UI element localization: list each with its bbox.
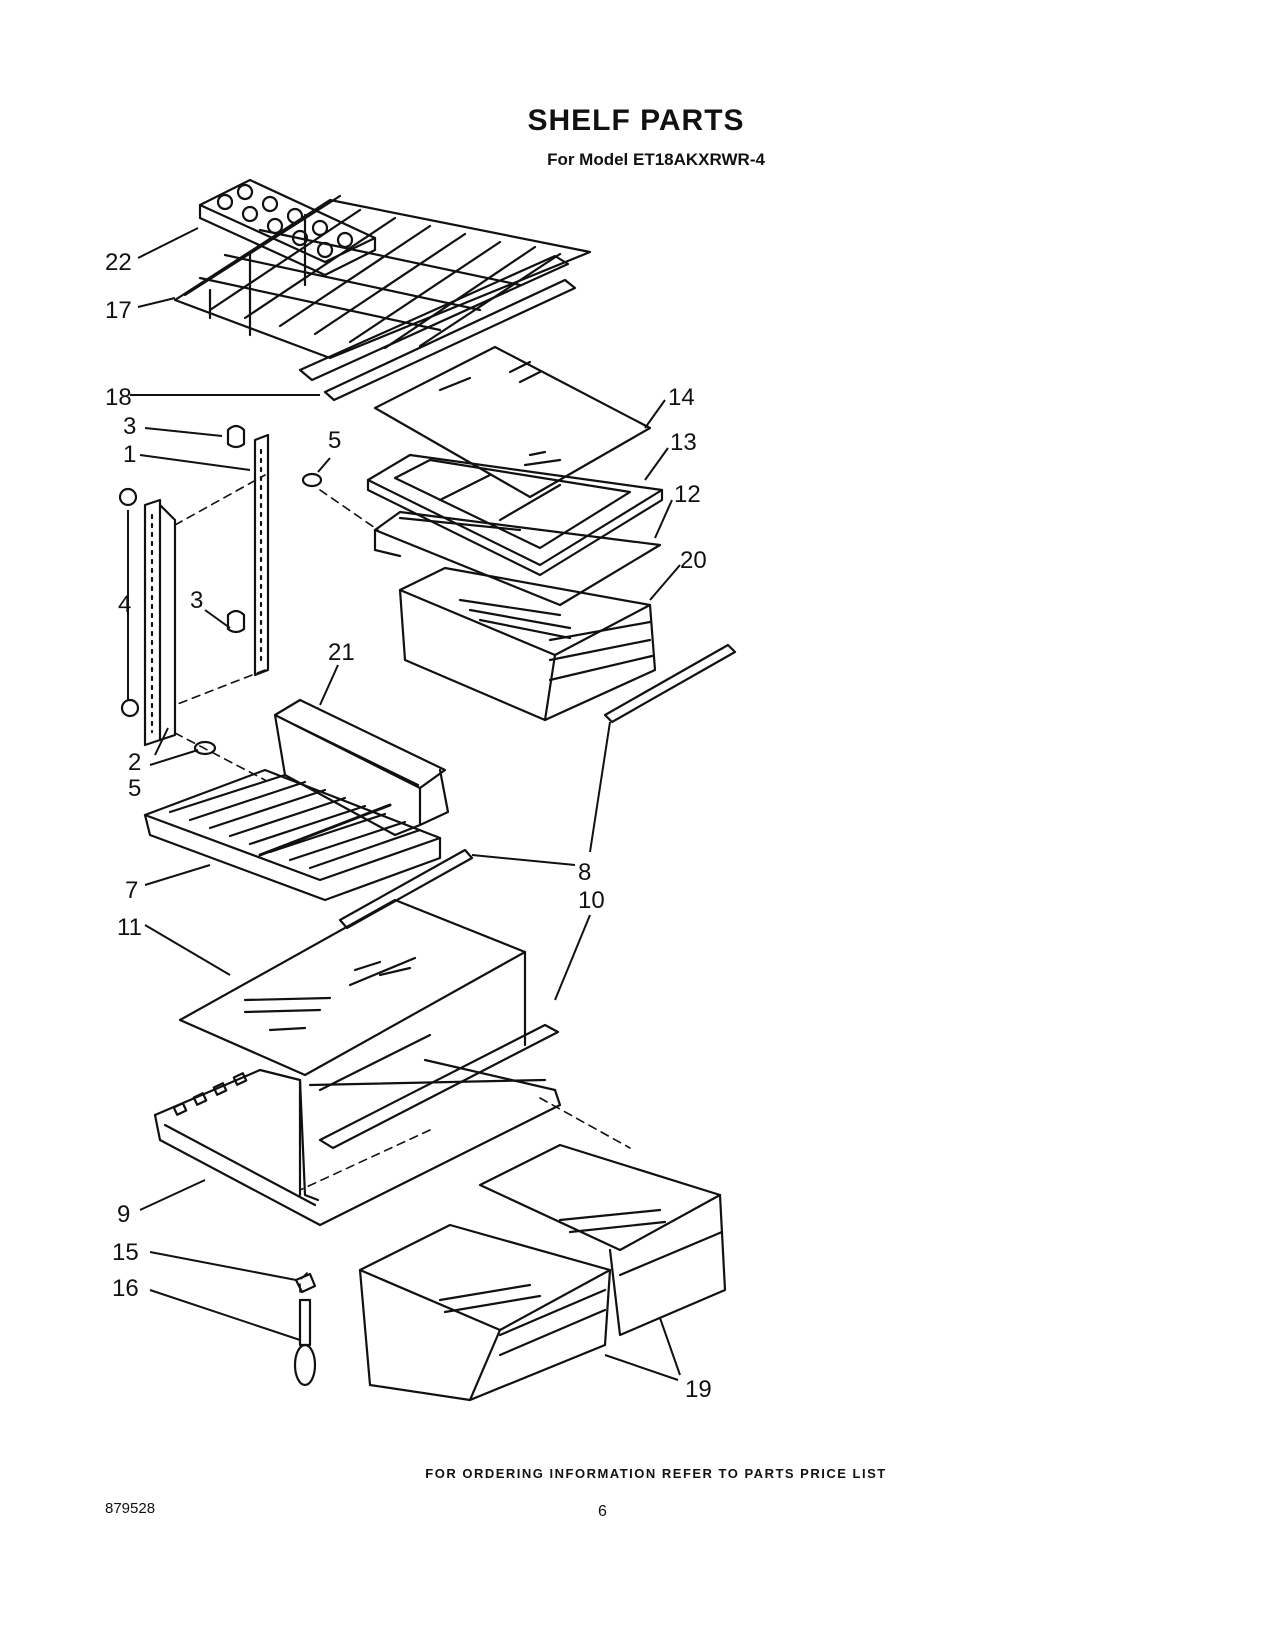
callout-19: 19: [685, 1376, 712, 1403]
trim-bar-8-left: [338, 848, 474, 930]
callout-16: 16: [112, 1275, 139, 1302]
roller-15: [294, 1272, 317, 1294]
glass-shelf-11: [178, 898, 527, 1077]
support-rail-2: [143, 498, 177, 747]
crisper-drawer-19-rear: [478, 1143, 727, 1337]
callout-22: 22: [105, 249, 132, 276]
crisper-cover-9: [153, 1023, 562, 1227]
callout-5-lower: 5: [128, 775, 141, 802]
document-number: 879528: [105, 1500, 156, 1517]
callout-18: 18: [105, 384, 132, 411]
callout-3-lower: 3: [190, 587, 203, 614]
callout-9: 9: [117, 1201, 130, 1228]
glass-shelf-14: [373, 345, 652, 499]
callout-7: 7: [125, 877, 138, 904]
ordering-note: FOR ORDERING INFORMATION REFER TO PARTS …: [425, 1466, 887, 1481]
callout-14: 14: [668, 384, 695, 411]
callout-4: 4: [118, 591, 131, 618]
shelf-frame-12: [373, 510, 662, 607]
door-bin-21: [273, 698, 450, 837]
callout-2: 2: [128, 749, 141, 776]
handle-16: [293, 1298, 317, 1387]
callout-5-upper: 5: [328, 427, 341, 454]
callout-10: 10: [578, 887, 605, 914]
egg-tray: [198, 178, 377, 277]
assembly-lines: [174, 474, 631, 1293]
callout-12: 12: [674, 481, 701, 508]
leader-lines: [127, 227, 681, 1381]
shelf-frame-13: [366, 453, 664, 577]
callout-8: 8: [578, 859, 591, 886]
wire-shelf: [173, 194, 592, 360]
trim-bar-8-right: [603, 643, 737, 724]
page-title: SHELF PARTS: [527, 104, 745, 137]
callout-11: 11: [117, 914, 142, 941]
crisper-drawer-20: [398, 566, 657, 722]
callout-labels: 22 17 18 14 3 5 13 1 12 20 4 3 21 2 5 8 …: [105, 249, 712, 1403]
page-number: 6: [598, 1503, 607, 1520]
callout-20: 20: [680, 547, 707, 574]
model-subtitle: For Model ET18AKXRWR-4: [547, 150, 765, 169]
callout-21: 21: [328, 639, 355, 666]
callout-3-upper: 3: [123, 413, 136, 440]
callout-1: 1: [123, 441, 136, 468]
support-rail-1: [253, 433, 270, 677]
clips-3-5: [118, 424, 323, 756]
callout-13: 13: [670, 429, 697, 456]
callout-17: 17: [105, 297, 132, 324]
shelf-trim-18: [298, 254, 577, 402]
callout-15: 15: [112, 1239, 139, 1266]
crisper-drawer-19-front: [358, 1223, 612, 1402]
